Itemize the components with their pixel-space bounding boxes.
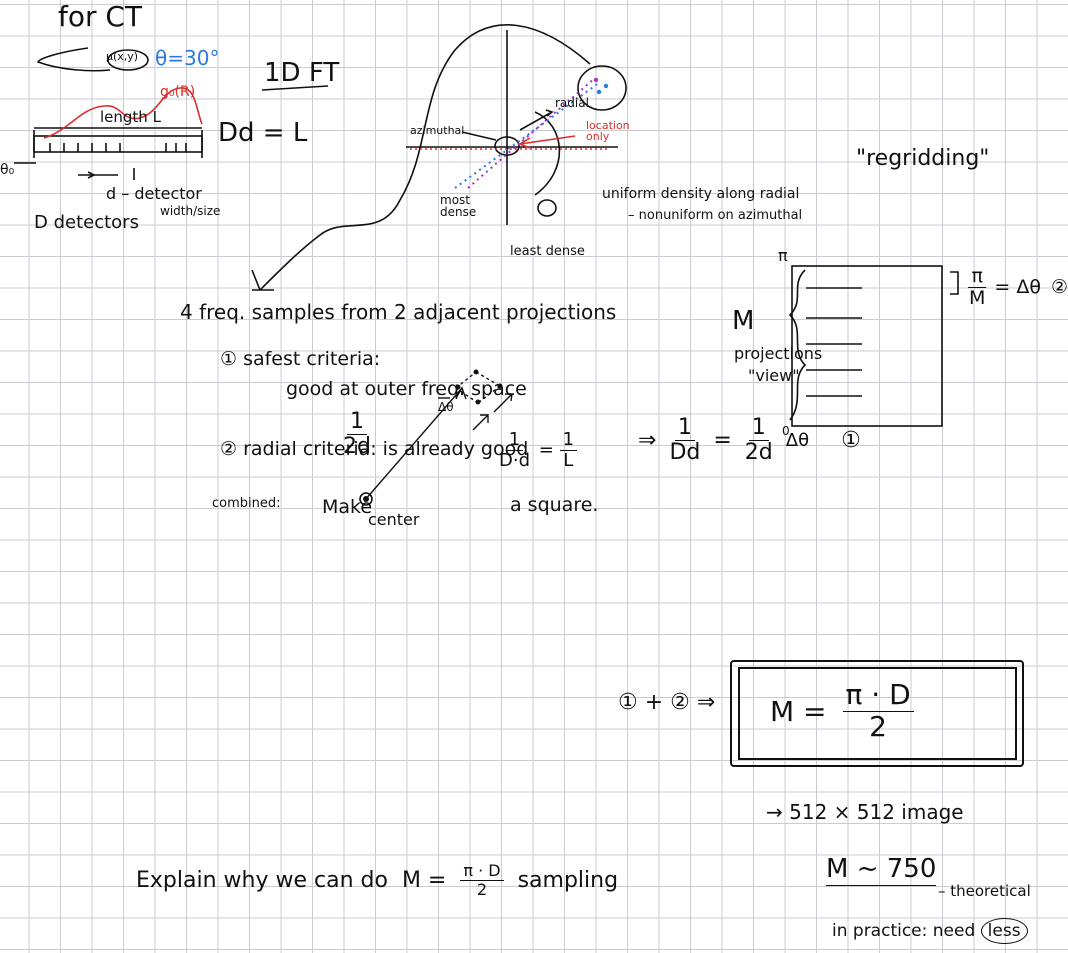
radial-label: radial — [555, 96, 589, 110]
g-label: g₀(R) — [160, 84, 196, 100]
criterion1-detail: good at outer freq. space — [286, 378, 527, 400]
criterion2: ② radial criteria: is already good — [220, 438, 529, 460]
image-size-note: → 512 × 512 image — [766, 800, 964, 824]
combined-make: Make — [322, 496, 373, 518]
in-practice-note: in practice: need less — [832, 918, 1028, 944]
m-value: M ~ 750 — [826, 854, 937, 886]
theta-label: θ=30° — [155, 46, 220, 70]
proj-pi-top: π — [778, 246, 788, 265]
theta0-label: θ₀ — [0, 162, 15, 178]
frequency-axes — [251, 24, 627, 291]
mu-label: μ(x,y) — [106, 50, 139, 63]
delta-theta-small: Δθ — [438, 400, 454, 414]
projection-sketch — [33, 47, 203, 180]
location-arrow — [519, 135, 576, 145]
density-line1: uniform density along radial — [602, 186, 800, 202]
center-label: center — [368, 510, 420, 529]
proj-zero-label: 0 — [782, 424, 790, 438]
azimuthal-label: azimuthal — [410, 124, 465, 137]
dd-equation: Dd = L — [218, 118, 308, 148]
combined-square: a square. — [510, 494, 599, 516]
radial-dots-purple — [467, 77, 596, 189]
combined-label: combined: — [212, 496, 281, 511]
result-box-inner — [738, 667, 1017, 760]
theoretical-note: – theoretical — [938, 882, 1031, 900]
criterion1: ① safest criteria: — [220, 348, 381, 370]
result-box-outer — [730, 660, 1024, 767]
result-combo: ① + ② ⇒ — [618, 690, 716, 715]
proj-view-label: "view" — [748, 366, 800, 385]
most-dense-label: most dense — [440, 193, 477, 219]
square-sketch — [364, 369, 513, 501]
detector-width-label: d – detector — [106, 184, 202, 203]
ft-title-underline — [261, 85, 329, 91]
samples-heading: 4 freq. samples from 2 adjacent projecti… — [180, 300, 617, 324]
projections-stack — [788, 265, 959, 427]
ft-title: 1D FT — [264, 58, 340, 88]
proj-m-label: M — [732, 306, 755, 336]
proj-label: projections — [734, 344, 823, 363]
projection-curve — [43, 87, 203, 139]
regridding-label: "regridding" — [856, 146, 990, 171]
least-dense-label: least dense — [510, 244, 585, 259]
center-dot — [359, 492, 373, 506]
location-only-label: location only — [586, 119, 630, 143]
width-size-label: width/size — [160, 204, 221, 218]
length-label: length L — [100, 108, 161, 126]
density-line2: – nonuniform on azimuthal — [628, 208, 803, 223]
header-title: for CT — [58, 0, 143, 33]
detectors-label: D detectors — [34, 212, 139, 233]
